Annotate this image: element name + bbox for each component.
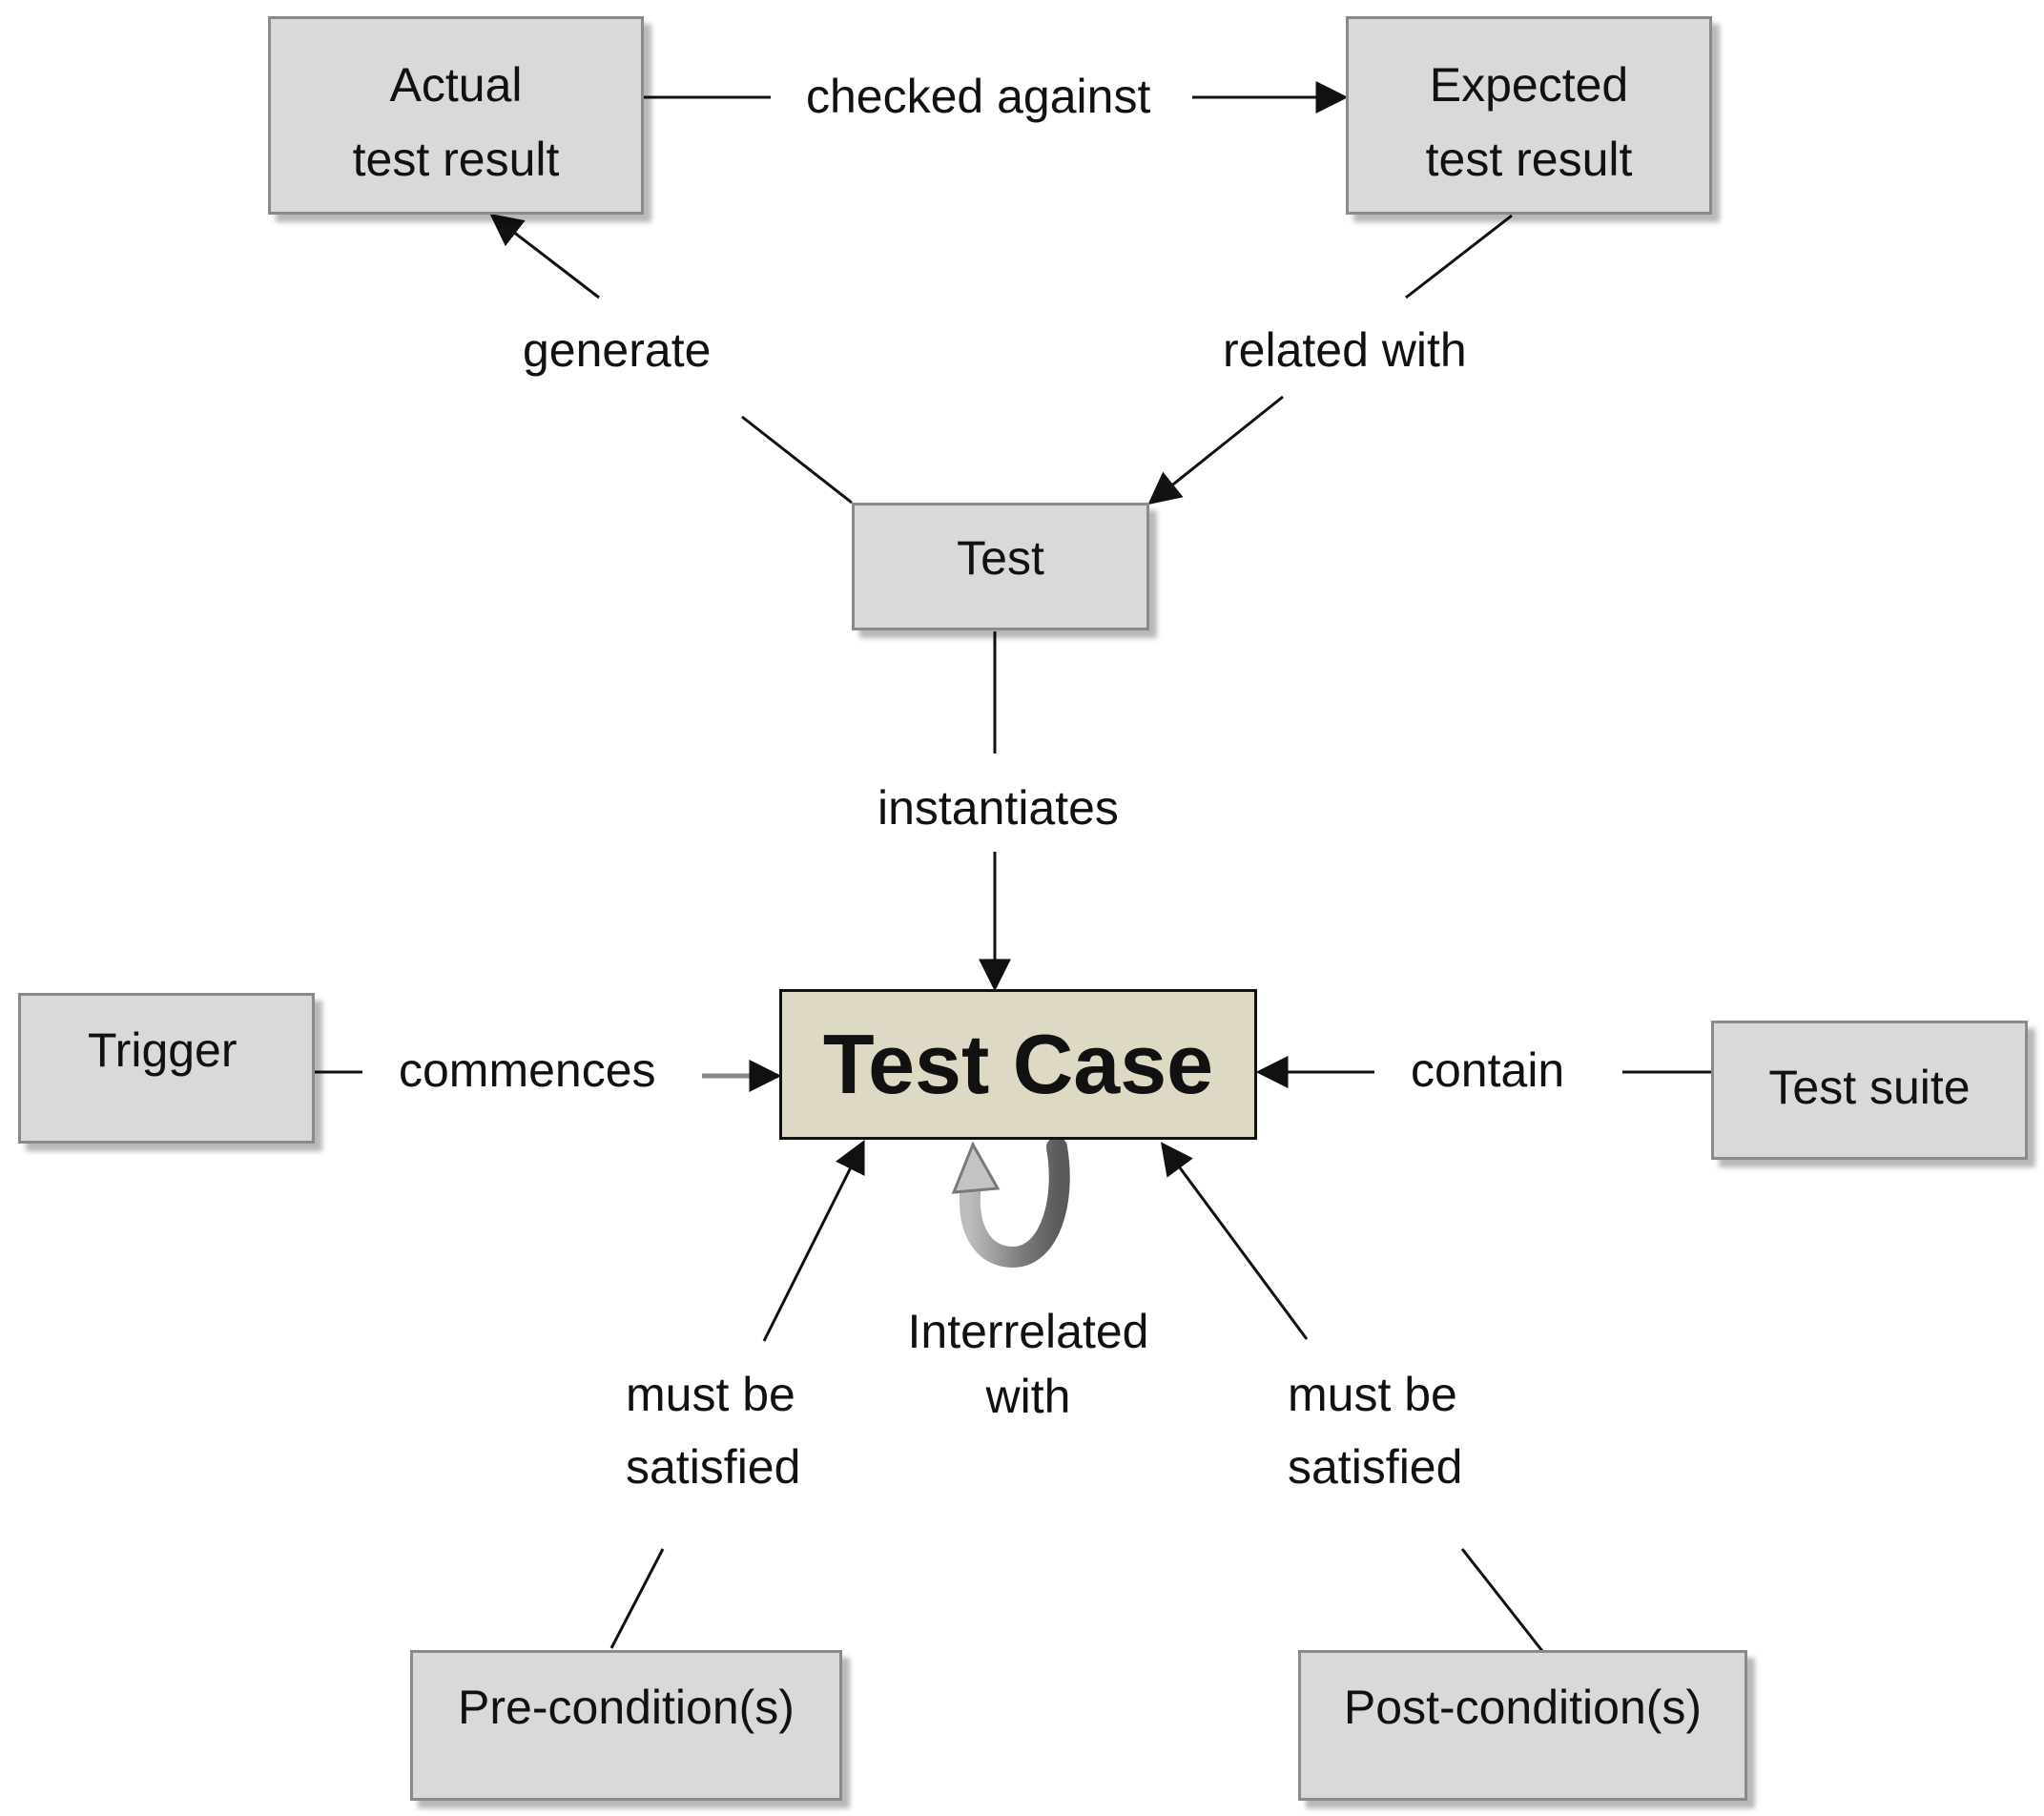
label-commences: commences	[399, 1035, 656, 1105]
edge-arrow-generate	[489, 213, 600, 299]
trigger-box: Trigger	[18, 993, 315, 1144]
label-pre-line1: must be	[626, 1368, 795, 1421]
expected-test-result-box: Expected test result	[1346, 16, 1712, 215]
label-instantiates-text: instantiates	[877, 781, 1119, 835]
label-interrelated-line2: with	[985, 1370, 1071, 1423]
test-label: Test	[957, 531, 1044, 585]
edge-line-related-upper	[1405, 214, 1513, 299]
trigger-label: Trigger	[88, 1023, 237, 1077]
edge-line-post-lower	[1460, 1548, 1544, 1652]
label-related-with-text: related with	[1223, 323, 1467, 377]
label-contain: contain	[1411, 1035, 1564, 1105]
pre-condition-label: Pre-condition(s)	[458, 1681, 795, 1734]
edge-arrow-pre	[762, 1139, 865, 1342]
label-checked-against-text: checked against	[806, 70, 1151, 123]
edge-arrow-post	[1160, 1142, 1309, 1340]
test-box: Test	[852, 503, 1149, 630]
self-loop-arrow-icon	[951, 1137, 1070, 1269]
label-post-must-be-satisfied: must be satisfied	[1288, 1358, 1462, 1503]
label-instantiates: instantiates	[877, 773, 1119, 843]
label-contain-text: contain	[1411, 1043, 1565, 1097]
label-pre-line2: satisfied	[626, 1440, 801, 1494]
actual-line1: Actual	[389, 58, 523, 112]
label-interrelated-line1: Interrelated	[907, 1305, 1149, 1358]
test-suite-box: Test suite	[1711, 1021, 2028, 1160]
pre-condition-box: Pre-condition(s)	[410, 1650, 842, 1801]
test-case-box: Test Case	[779, 989, 1257, 1140]
post-condition-label: Post-condition(s)	[1343, 1681, 1703, 1734]
label-pre-must-be-satisfied: must be satisfied	[626, 1358, 800, 1503]
label-post-line1: must be	[1288, 1368, 1457, 1421]
test-suite-label: Test suite	[1768, 1061, 1971, 1114]
actual-test-result-box: Actual test result	[268, 16, 644, 215]
test-case-label: Test Case	[822, 1017, 1214, 1111]
label-generate-text: generate	[523, 323, 712, 377]
expected-line1: Expected	[1429, 58, 1629, 112]
edge-line-generate-lower	[741, 415, 853, 505]
edge-line-pre-lower	[609, 1548, 665, 1649]
label-commences-text: commences	[399, 1043, 656, 1097]
expected-line2: test result	[1425, 133, 1633, 186]
label-related-with: related with	[1223, 315, 1467, 385]
label-checked-against: checked against	[806, 61, 1150, 132]
actual-line2: test result	[352, 133, 560, 186]
label-post-line2: satisfied	[1288, 1440, 1463, 1494]
post-condition-box: Post-condition(s)	[1298, 1650, 1747, 1801]
label-generate: generate	[523, 315, 711, 385]
edge-arrow-related-with	[1147, 395, 1284, 506]
label-interrelated-with: Interrelated with	[885, 1299, 1171, 1429]
